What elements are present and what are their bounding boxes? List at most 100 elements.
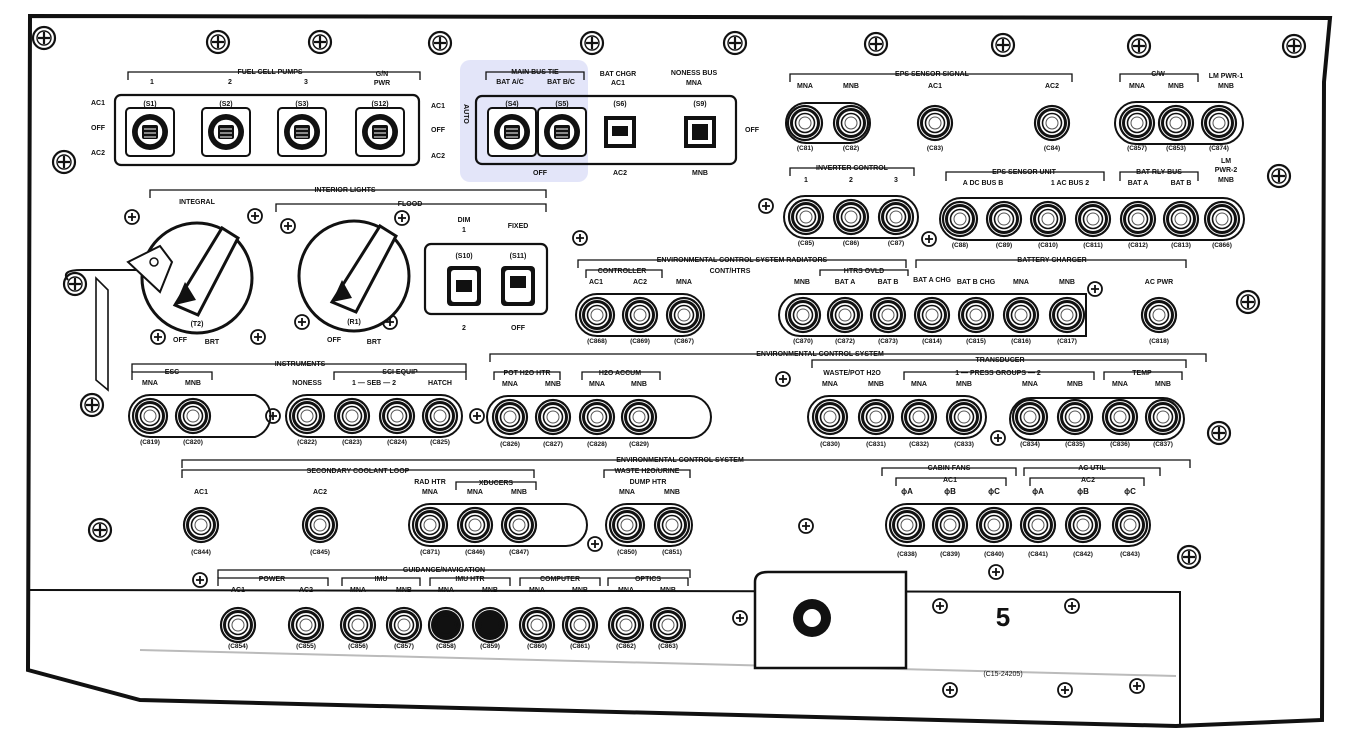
interior-lights-section: INTERIOR LIGHTS INTEGRAL FLOOD (T2) OFF … (64, 187, 549, 392)
svg-text:MNA: MNA (467, 489, 483, 496)
circuit-breaker[interactable] (1029, 200, 1067, 238)
circuit-breaker[interactable] (913, 296, 951, 334)
circuit-breaker[interactable] (421, 397, 459, 435)
circuit-breaker[interactable] (621, 296, 659, 334)
switch-label: (S5) (555, 101, 568, 108)
circuit-breaker[interactable] (857, 398, 895, 436)
breaker-label: (C815) (966, 338, 986, 345)
circuit-breaker[interactable] (491, 398, 529, 436)
circuit-breaker[interactable] (333, 397, 371, 435)
svg-text:WASTE H2O/URINE: WASTE H2O/URINE (615, 468, 680, 475)
circuit-breaker[interactable] (620, 398, 658, 436)
circuit-breaker[interactable] (219, 606, 257, 644)
circuit-breaker[interactable] (378, 397, 416, 435)
circuit-breaker[interactable] (1144, 398, 1182, 436)
circuit-breaker[interactable] (877, 198, 915, 236)
circuit-breaker[interactable] (1118, 104, 1156, 142)
circuit-breaker[interactable] (811, 398, 849, 436)
circuit-breaker[interactable] (786, 104, 824, 142)
circuit-breaker[interactable] (608, 506, 646, 544)
breaker-label: (C832) (909, 441, 929, 448)
breaker-label: (C812) (1128, 242, 1148, 249)
breaker-label: (C868) (587, 338, 607, 345)
circuit-breaker[interactable] (471, 606, 509, 644)
circuit-breaker[interactable] (1064, 506, 1102, 544)
circuit-breaker[interactable] (131, 397, 169, 435)
circuit-breaker[interactable] (1200, 104, 1238, 142)
toggle-switch[interactable]: (S2) (201, 101, 251, 157)
svg-text:MNA: MNA (797, 83, 813, 90)
circuit-breaker[interactable] (578, 398, 616, 436)
toggle-switch[interactable]: (S12) (355, 101, 405, 157)
circuit-breaker[interactable] (427, 606, 465, 644)
circuit-breaker[interactable] (1140, 296, 1178, 334)
circuit-breaker[interactable] (665, 296, 703, 334)
svg-text:H2O ACCUM: H2O ACCUM (599, 370, 641, 377)
circuit-breaker[interactable] (888, 506, 926, 544)
circuit-breaker[interactable] (1157, 104, 1195, 142)
circuit-breaker[interactable] (916, 104, 954, 142)
circuit-breaker[interactable] (1074, 200, 1112, 238)
breaker-label: (C840) (984, 551, 1004, 558)
panel-lower-shade (139, 649, 1177, 677)
circuit-breaker[interactable] (174, 397, 212, 435)
circuit-breaker[interactable] (787, 198, 825, 236)
circuit-breaker[interactable] (339, 606, 377, 644)
circuit-breaker[interactable] (941, 200, 979, 238)
circuit-breaker[interactable] (1101, 398, 1139, 436)
circuit-breaker[interactable] (287, 606, 325, 644)
circuit-breaker[interactable] (1203, 200, 1241, 238)
circuit-breaker[interactable] (975, 506, 1013, 544)
circuit-breaker[interactable] (578, 296, 616, 334)
circuit-breaker[interactable] (649, 606, 687, 644)
circuit-breaker[interactable] (288, 397, 326, 435)
circuit-breaker[interactable] (1056, 398, 1094, 436)
circuit-breaker[interactable] (1162, 200, 1200, 238)
circuit-breaker[interactable] (534, 398, 572, 436)
circuit-breaker[interactable] (869, 296, 907, 334)
breaker-label: (C843) (1120, 551, 1140, 558)
circuit-breaker[interactable] (832, 198, 870, 236)
circuit-breaker[interactable] (832, 104, 870, 142)
circuit-breaker[interactable] (411, 506, 449, 544)
circuit-breaker[interactable] (945, 398, 983, 436)
circuit-breaker[interactable] (385, 606, 423, 644)
circuit-breaker[interactable] (500, 506, 538, 544)
circuit-breaker[interactable] (1111, 506, 1149, 544)
circuit-breaker[interactable] (826, 296, 864, 334)
circuit-breaker[interactable] (561, 606, 599, 644)
breaker-label: (C822) (297, 439, 317, 446)
switch-label: (S3) (295, 101, 308, 108)
circuit-breaker[interactable] (653, 506, 691, 544)
circuit-breaker[interactable] (900, 398, 938, 436)
svg-text:MNA: MNA (822, 381, 838, 388)
toggle-switch[interactable]: (S4) (487, 101, 537, 157)
circuit-breaker[interactable] (784, 296, 822, 334)
circuit-breaker[interactable] (1002, 296, 1040, 334)
circuit-breaker[interactable] (1011, 398, 1049, 436)
svg-text:C/W: C/W (1151, 71, 1165, 78)
svg-text:OFF: OFF (533, 170, 548, 177)
panel-outline (25, 13, 1333, 729)
circuit-breaker[interactable] (518, 606, 556, 644)
circuit-breaker[interactable] (1019, 506, 1057, 544)
circuit-breaker[interactable] (1048, 296, 1086, 334)
main-bus-section: MAIN BUS TIE BAT A/C BAT B/C BAT CHGR AC… (462, 69, 760, 177)
svg-text:CONT/HTRS: CONT/HTRS (710, 268, 751, 275)
svg-text:LM: LM (1221, 158, 1231, 165)
circuit-breaker[interactable] (301, 506, 339, 544)
circuit-breaker[interactable] (607, 606, 645, 644)
eps-signal-section: EPS SENSOR SIGNAL MNA MNB AC1 AC2 (785, 71, 1073, 144)
circuit-breaker[interactable] (985, 200, 1023, 238)
circuit-breaker[interactable] (182, 506, 220, 544)
toggle-switch[interactable]: (S1) (125, 101, 175, 157)
circuit-breaker[interactable] (456, 506, 494, 544)
toggle-switch[interactable]: (S3) (277, 101, 327, 157)
circuit-breaker[interactable] (957, 296, 995, 334)
breaker-label: (C863) (658, 643, 678, 650)
svg-text:1 — PRESS GROUPS — 2: 1 — PRESS GROUPS — 2 (955, 370, 1041, 377)
toggle-switch[interactable]: (S5) (537, 101, 587, 157)
circuit-breaker[interactable] (931, 506, 969, 544)
circuit-breaker[interactable] (1033, 104, 1071, 142)
circuit-breaker[interactable] (1119, 200, 1157, 238)
